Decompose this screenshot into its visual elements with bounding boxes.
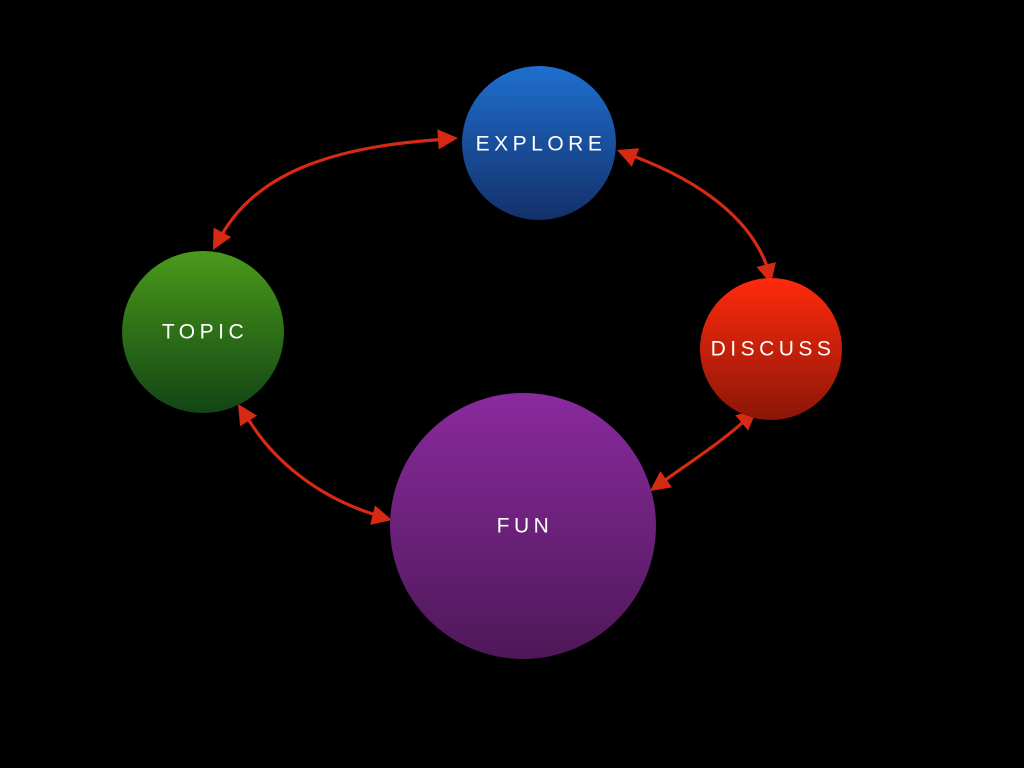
node-explore: EXPLORE xyxy=(462,66,616,220)
arrowhead-into-fun-right xyxy=(650,471,673,491)
explore-label: EXPLORE xyxy=(476,133,607,156)
topic-label: TOPIC xyxy=(162,321,248,344)
topic-circle xyxy=(122,251,284,413)
arrowhead-into-explore-right xyxy=(617,148,640,167)
arrowhead-into-topic xyxy=(213,227,232,250)
connector-discuss-fun xyxy=(655,412,754,488)
discuss-circle xyxy=(700,278,842,420)
explore-circle xyxy=(462,66,616,220)
node-fun: FUN xyxy=(390,393,656,659)
discuss-label: DISCUSS xyxy=(711,338,836,361)
connector-fun-topic xyxy=(241,408,388,520)
fun-label: FUN xyxy=(497,515,554,538)
connector-explore-discuss xyxy=(623,151,772,278)
arrowhead-into-explore xyxy=(437,129,458,150)
fun-circle xyxy=(390,393,656,659)
node-discuss: DISCUSS xyxy=(700,278,842,420)
arrowhead-into-topic-bottom xyxy=(238,404,258,427)
arrowhead-group xyxy=(213,129,776,525)
connector-topic-explore xyxy=(215,137,454,246)
arrowhead-into-fun-left xyxy=(370,505,392,525)
node-topic: TOPIC xyxy=(122,251,284,413)
